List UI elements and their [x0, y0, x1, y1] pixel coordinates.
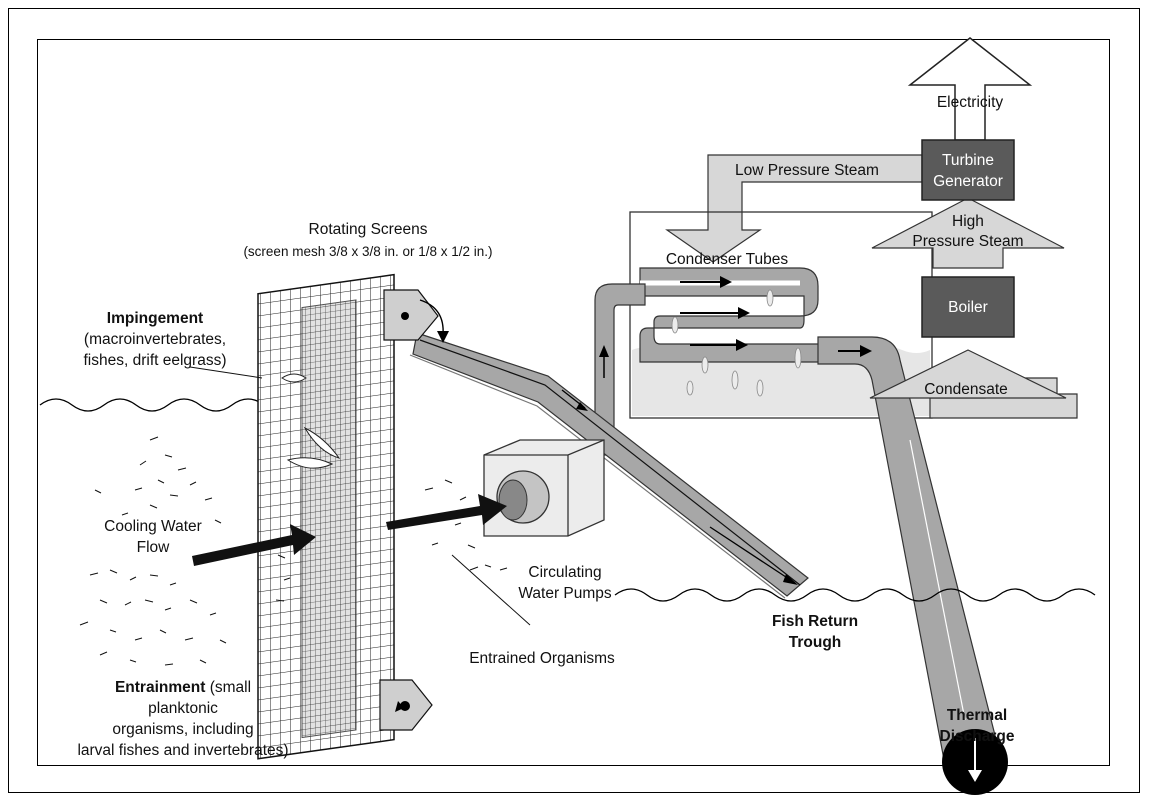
entrainment-line2: planktonic	[148, 700, 218, 717]
water-pumps-label: Water Pumps	[518, 585, 612, 602]
high-pressure-label: High	[952, 213, 984, 230]
outer-frame	[8, 8, 1140, 793]
trough-label: Trough	[789, 634, 842, 651]
circulating-label: Circulating	[528, 564, 601, 581]
screen-mesh-label: (screen mesh 3/8 x 3/8 in. or 1/8 x 1/2 …	[243, 244, 492, 259]
flow-label: Flow	[137, 539, 171, 556]
thermal-discharge-outlet	[909, 439, 1008, 795]
discharge-label: Discharge	[940, 728, 1015, 745]
impingement-title: Impingement	[107, 310, 203, 327]
entrainment-rest: (small	[205, 679, 251, 696]
boiler-box	[921, 276, 1015, 338]
turbine-generator-box	[921, 139, 1015, 201]
generator-label: Generator	[933, 173, 1003, 190]
impingement-line2: (macroinvertebrates,	[84, 331, 226, 348]
condenser-droplets	[671, 289, 802, 397]
high-pressure-steam-arrow	[871, 197, 1065, 269]
cooling-water-arrows	[192, 494, 507, 566]
electricity-arrow	[907, 37, 1033, 141]
pointer-lines	[189, 366, 531, 626]
pump-to-condenser-pipe	[594, 283, 646, 456]
circulating-water-pump	[483, 439, 605, 537]
entrainment-title: Entrainment	[115, 679, 205, 696]
electricity-label: Electricity	[937, 94, 1004, 111]
entrainment-title-line: Entrainment (small	[115, 679, 251, 696]
entrainment-line4: larval fishes and invertebrates)	[77, 742, 288, 759]
impingement-line3: fishes, drift eelgrass)	[84, 352, 227, 369]
turbine-label: Turbine	[942, 152, 994, 169]
flow-arrows	[561, 276, 872, 585]
diagram-border	[37, 39, 1110, 766]
water-surface	[39, 398, 1096, 602]
boiler-label: Boiler	[948, 299, 988, 316]
fish-return-label: Fish Return	[772, 613, 858, 630]
condensate-pipe	[869, 349, 1078, 419]
rotating-screen	[257, 273, 449, 760]
entrainment-line3: organisms, including	[112, 721, 253, 738]
condensate-label: Condensate	[924, 381, 1008, 398]
low-pressure-steam-pipe	[665, 154, 923, 263]
condenser-tubes-label: Condenser Tubes	[666, 251, 789, 268]
high-pressure-steam-label: Pressure Steam	[912, 233, 1023, 250]
rotating-screens-label: Rotating Screens	[309, 221, 428, 238]
entrained-organisms-scatter	[79, 436, 508, 666]
fish-return-trough	[409, 332, 809, 599]
cooling-water-label: Cooling Water	[104, 518, 202, 535]
thermal-label: Thermal	[947, 707, 1007, 724]
low-pressure-steam-label: Low Pressure Steam	[735, 162, 879, 179]
entrained-organisms-label: Entrained Organisms	[469, 650, 615, 667]
